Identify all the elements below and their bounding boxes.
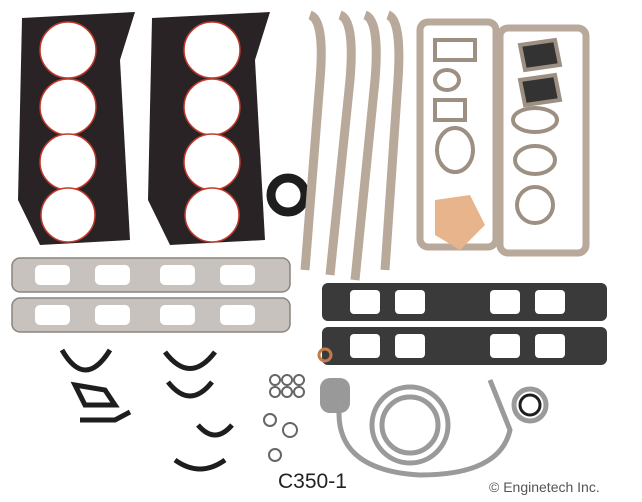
timing-cover-gasket — [336, 379, 549, 478]
oil-pan-gaskets — [300, 10, 404, 281]
main-seals — [59, 348, 234, 472]
copper-washer — [317, 347, 333, 363]
o-rings — [263, 374, 305, 462]
timing-seal — [518, 393, 542, 417]
head-gasket-right — [148, 12, 270, 245]
copyright-label: © Enginetech Inc. — [489, 479, 600, 495]
valve-cover-gasket-right — [496, 24, 590, 257]
head-gasket-left — [18, 12, 135, 245]
water-pump-gasket — [435, 195, 485, 250]
rear-main-seal — [266, 173, 310, 217]
small-gaskets — [433, 37, 563, 225]
part-number-label: C350-1 — [278, 470, 347, 493]
exhaust-gaskets — [11, 257, 291, 333]
tbi-gasket — [320, 378, 350, 413]
